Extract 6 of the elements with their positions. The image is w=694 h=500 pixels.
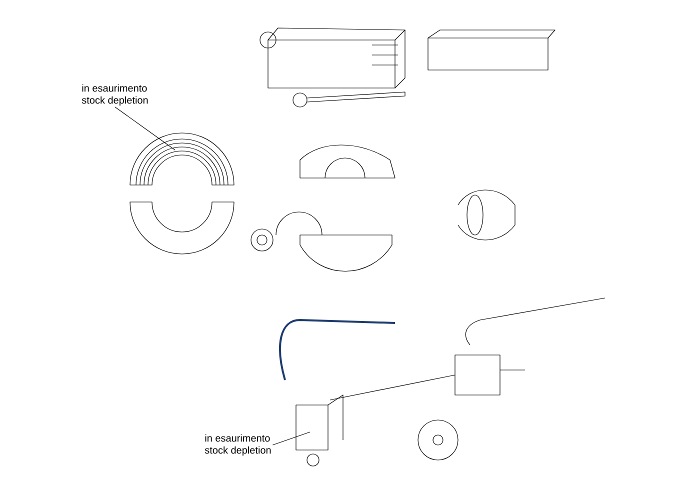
drum-drawing xyxy=(130,132,234,254)
note-label: in esaurimento stock depletion xyxy=(204,434,271,456)
bracket-drawing xyxy=(296,394,344,466)
leader-line xyxy=(272,432,310,446)
note-label: in esaurimento stock depletion xyxy=(82,84,148,106)
leader-line xyxy=(114,106,176,150)
